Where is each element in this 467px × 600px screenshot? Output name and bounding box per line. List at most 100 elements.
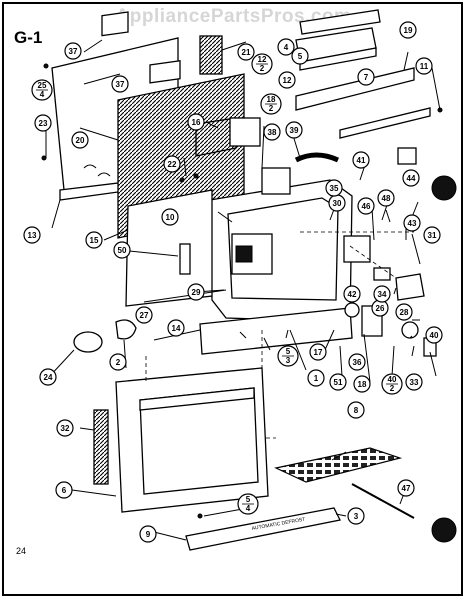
callout-12: 12 (278, 71, 296, 89)
callout-label: 33 (410, 378, 419, 387)
callout-circle (307, 369, 325, 387)
callout-circle (34, 114, 52, 132)
callout-18: 18 (353, 375, 371, 393)
callout-circle (23, 226, 41, 244)
callout-circle (167, 319, 185, 337)
callout-circle (111, 75, 129, 93)
callout-label: 14 (172, 324, 181, 333)
callout-circle (357, 68, 375, 86)
fraction-bottom: 2 (390, 384, 395, 393)
callout-circle (309, 343, 327, 361)
callout-label: 17 (314, 348, 323, 357)
callout-label: 51 (334, 378, 343, 387)
callout-30: 30 (328, 194, 346, 212)
callout-37: 37 (111, 75, 129, 93)
callout-circle (348, 353, 366, 371)
support-rod (351, 483, 415, 519)
callout-circle (113, 241, 131, 259)
callout-circle (377, 189, 395, 207)
callout-circle (291, 47, 309, 65)
callout-label: 20 (76, 136, 85, 145)
callout-circle (187, 113, 205, 131)
callout-41: 41 (352, 151, 370, 169)
page-border (2, 2, 463, 596)
screw (179, 177, 185, 183)
side-panel (125, 189, 213, 307)
side-rail (295, 67, 415, 111)
callout-33: 33 (405, 373, 423, 391)
fraction-callout-18-2: 182 (260, 93, 282, 115)
callout-circle (357, 197, 375, 215)
callout-11: 11 (415, 57, 433, 75)
fraction-top: 25 (38, 81, 47, 90)
callout-label: 24 (44, 373, 53, 382)
callout-43: 43 (403, 214, 421, 232)
fraction-bottom: 3 (286, 356, 291, 365)
callout-32: 32 (56, 419, 74, 437)
callout-circle (237, 43, 255, 61)
door-gasket (93, 409, 109, 485)
callout-36: 36 (348, 353, 366, 371)
assembly-guides (145, 231, 414, 439)
callout-16: 16 (187, 113, 205, 131)
callout-circle (278, 71, 296, 89)
callout-label: 39 (290, 126, 299, 135)
control-knob (73, 331, 103, 353)
callout-28: 28 (395, 303, 413, 321)
callout-40: 40 (425, 326, 443, 344)
callout-4: 4 (277, 38, 295, 56)
watermark: AppliancePartsPros.com (115, 6, 352, 27)
insulation-strip (199, 35, 223, 75)
callout-label: 32 (61, 424, 70, 433)
door-top-bar (139, 387, 255, 411)
callout-label: 10 (166, 213, 175, 222)
callout-label: 43 (408, 219, 417, 228)
callout-circle (353, 375, 371, 393)
callout-14: 14 (167, 319, 185, 337)
callout-19: 19 (399, 21, 417, 39)
callout-20: 20 (71, 131, 89, 149)
fraction-callout-40-2: 402 (381, 373, 403, 395)
callout-circle (423, 226, 441, 244)
callout-circle (403, 214, 421, 232)
callout-label: 34 (378, 290, 387, 299)
callout-label: 12 (283, 76, 292, 85)
drain-hose (294, 152, 340, 163)
page-number: 24 (16, 546, 27, 556)
fraction-callout-25-4: 254 (31, 79, 53, 101)
callout-47: 47 (397, 479, 415, 497)
callout-label: 7 (364, 73, 369, 82)
coil-cover (229, 117, 261, 147)
callout-34: 34 (373, 285, 391, 303)
callout-1: 1 (307, 369, 325, 387)
callout-44: 44 (402, 169, 420, 187)
long-rail (339, 107, 431, 139)
callout-35: 35 (325, 179, 343, 197)
callout-24: 24 (39, 368, 57, 386)
callout-22: 22 (163, 155, 181, 173)
callout-23: 23 (34, 114, 52, 132)
capacitor (401, 321, 419, 339)
callout-circle (55, 481, 73, 499)
callout-circle (325, 179, 343, 197)
cord-clip (373, 267, 391, 281)
callout-label: 37 (69, 47, 78, 56)
callout-5: 5 (291, 47, 309, 65)
callout-circle (85, 231, 103, 249)
callout-9: 9 (139, 525, 157, 543)
callout-circle (277, 38, 295, 56)
callout-circle (263, 123, 281, 141)
callout-circle (329, 373, 347, 391)
callout-label: 22 (168, 160, 177, 169)
callout-label: 50 (118, 246, 127, 255)
callout-label: 3 (354, 512, 359, 521)
callout-label: 30 (333, 199, 342, 208)
callout-circle (71, 131, 89, 149)
callout-label: 8 (354, 406, 359, 415)
callout-27: 27 (135, 306, 153, 324)
screw (193, 173, 199, 179)
callout-label: 1 (314, 374, 319, 383)
screw (41, 155, 47, 161)
fraction-top: 5 (246, 495, 251, 504)
